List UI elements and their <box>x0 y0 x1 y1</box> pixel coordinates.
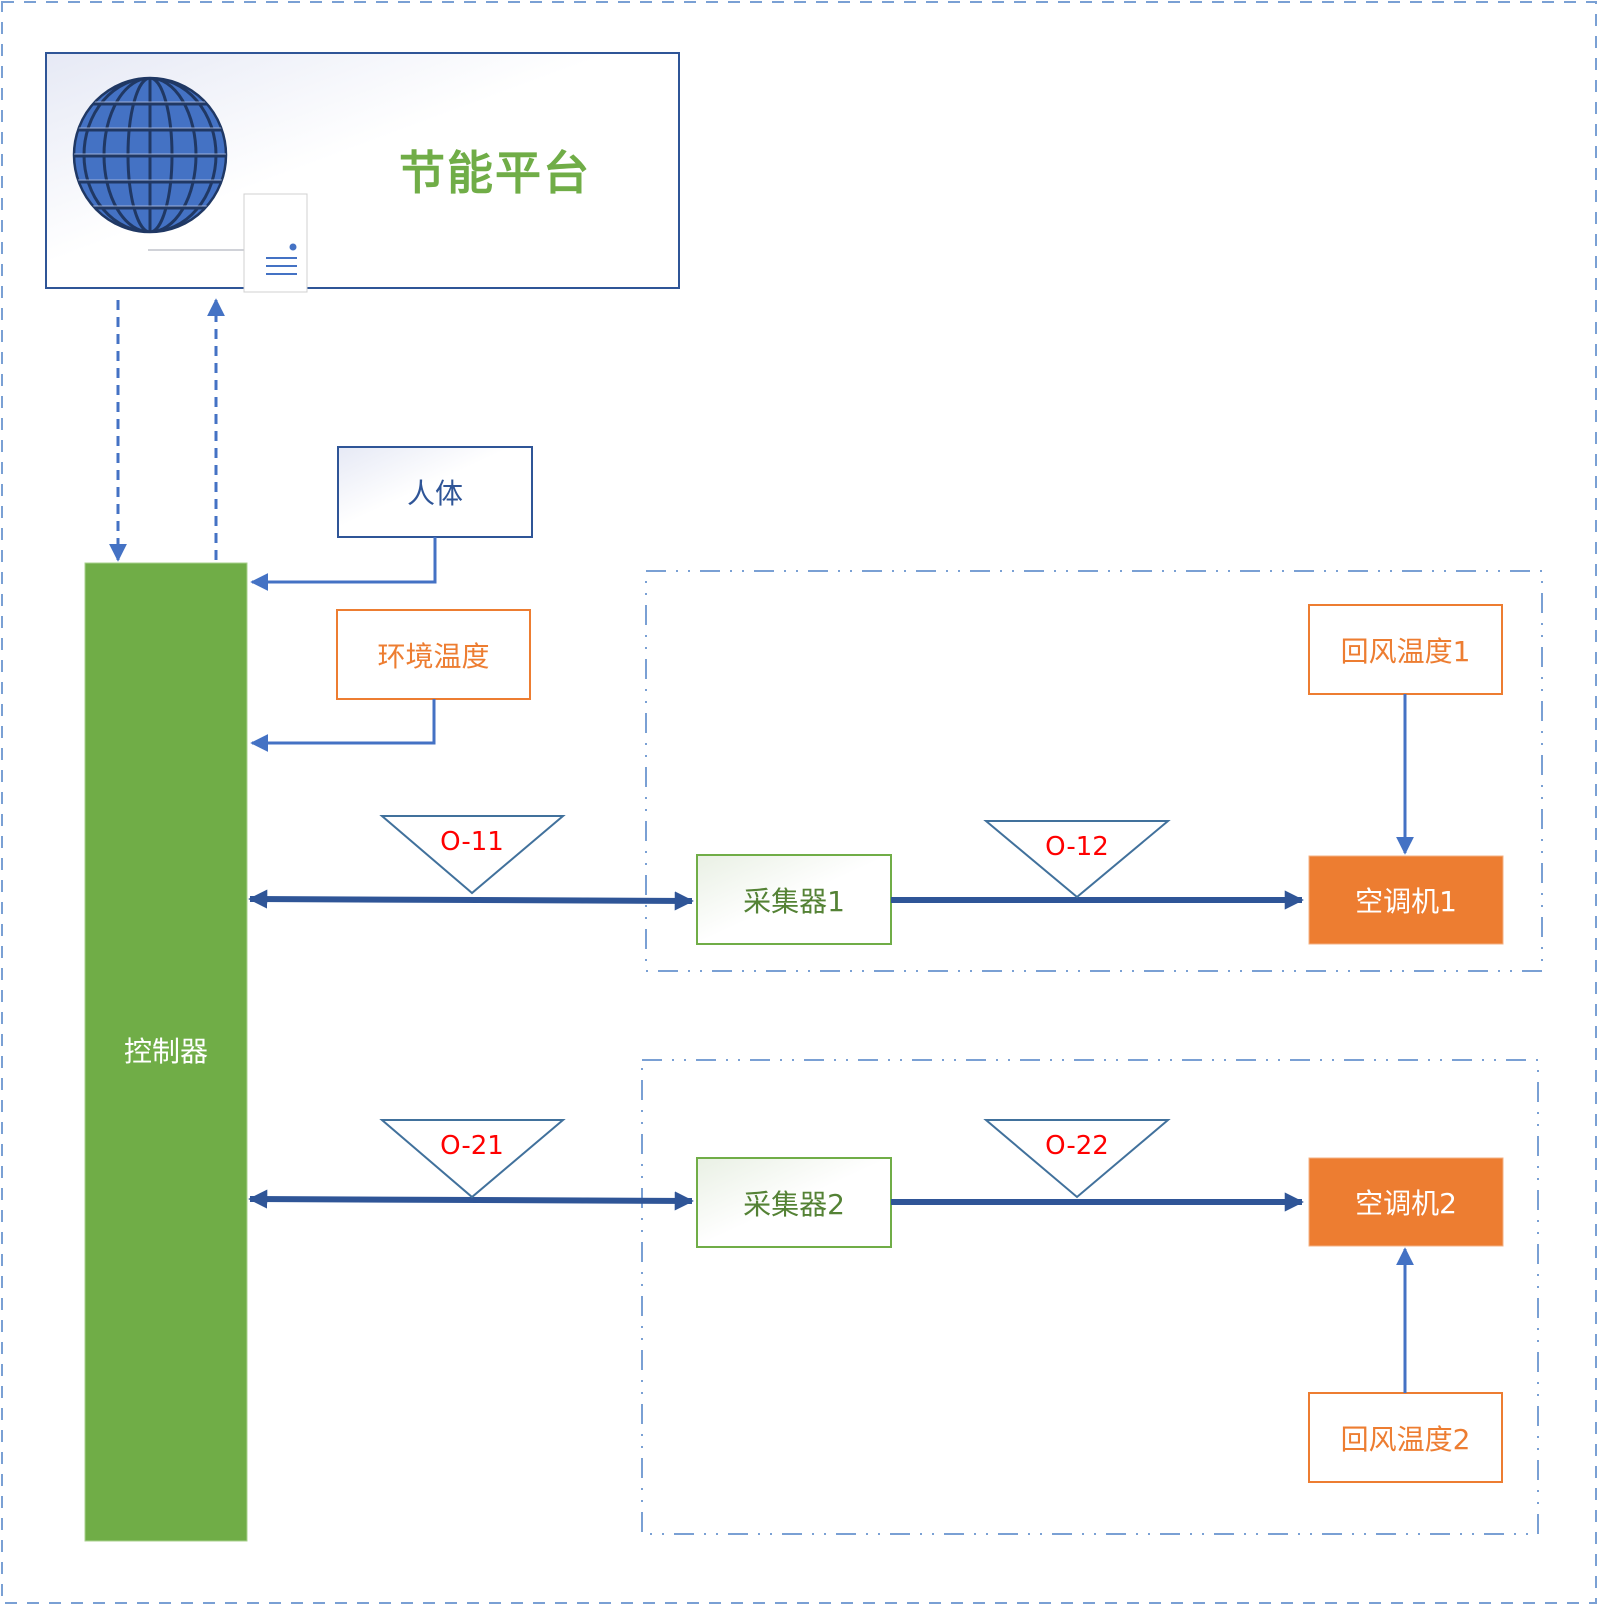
human-to-controller-arrow <box>250 537 437 591</box>
collector1-label: 采集器1 <box>743 884 845 918</box>
link-label-o22: O-22 <box>1045 1131 1109 1161</box>
link-label-o11: O-11 <box>440 827 504 857</box>
collector2-label: 采集器2 <box>743 1187 845 1221</box>
env-temp-to-controller-arrow <box>250 699 436 752</box>
ac1-label: 空调机1 <box>1355 885 1457 918</box>
env-temp-label: 环境温度 <box>377 639 490 673</box>
group-2-container <box>641 1059 1539 1535</box>
human-label: 人体 <box>406 477 463 510</box>
triangle-o11 <box>379 815 566 895</box>
return-temp1-box[interactable] <box>1308 604 1503 695</box>
return-temp2-box[interactable] <box>1308 1392 1503 1483</box>
globe-icon <box>72 76 228 234</box>
return-temp1-label: 回风温度1 <box>1340 634 1471 668</box>
document-server-icon <box>243 193 308 293</box>
triangle-o12 <box>983 820 1171 899</box>
platform-title: 节能平台 <box>399 146 591 200</box>
link-label-o21: O-21 <box>440 1131 504 1161</box>
controller-box[interactable] <box>84 562 248 1542</box>
triangle-o21 <box>379 1119 566 1199</box>
human-box[interactable] <box>337 446 533 538</box>
link-label-o12: O-12 <box>1045 832 1109 862</box>
controller-collector2-link <box>248 1189 694 1211</box>
collector1-box[interactable] <box>696 854 892 945</box>
return-temp2-label: 回风温度2 <box>1340 1422 1471 1456</box>
controller-collector1-link <box>248 889 694 911</box>
ac2-label: 空调机2 <box>1355 1187 1457 1220</box>
controller-label: 控制器 <box>123 1035 208 1068</box>
triangle-o22 <box>983 1119 1171 1199</box>
ac2-box[interactable] <box>1308 1157 1504 1247</box>
collector2-box[interactable] <box>696 1157 892 1248</box>
ac1-box[interactable] <box>1308 855 1504 945</box>
group-1-container <box>645 570 1543 972</box>
